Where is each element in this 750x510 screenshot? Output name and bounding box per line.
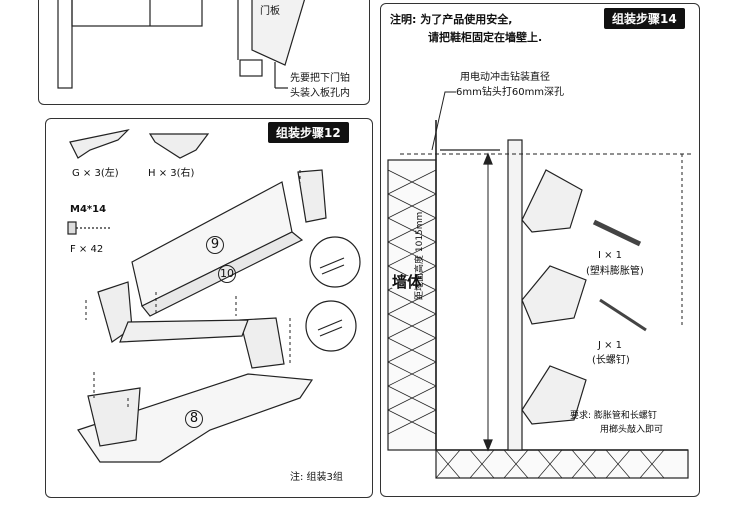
safety-note-line1: 注明: 为了产品使用安全, bbox=[390, 13, 513, 26]
note-line2: 头装入板孔内 bbox=[290, 88, 350, 99]
part-g-label: G × 3(左) bbox=[72, 168, 119, 179]
door-label: 门板 bbox=[260, 6, 280, 17]
requirement-line1: 要求: 膨胀管和长螺钉 bbox=[570, 411, 657, 421]
screw-spec-label: M4*14 bbox=[70, 204, 107, 215]
top-left-panel bbox=[38, 0, 370, 105]
step12-footnote: 注: 组装3组 bbox=[290, 472, 343, 483]
part-j-label: J × 1 bbox=[598, 340, 623, 351]
drill-note-line2: 6mm钻头打60mm深孔 bbox=[456, 87, 565, 98]
step12-tag: 组装步骤12 bbox=[268, 122, 349, 143]
part-j-name: (长螺钉) bbox=[592, 355, 630, 366]
safety-note-line2: 请把鞋柜固定在墙壁上. bbox=[428, 31, 543, 44]
part-f-label: F × 42 bbox=[70, 244, 104, 255]
panel-9-number: 9 bbox=[206, 236, 224, 254]
part-i-name: (塑料膨胀管) bbox=[586, 266, 644, 277]
panel-8-number: 8 bbox=[185, 410, 203, 428]
part-i-label: I × 1 bbox=[598, 250, 623, 261]
note-line1: 先要把下门铂 bbox=[290, 73, 350, 84]
step14-tag: 组装步骤14 bbox=[604, 8, 685, 29]
panel-10-number: 10 bbox=[218, 265, 236, 283]
drill-note-line1: 用电动冲击钻装直径 bbox=[460, 72, 550, 83]
wall-label: 墙体 bbox=[392, 273, 423, 291]
part-h-label: H × 3(右) bbox=[148, 168, 195, 179]
requirement-line2: 用榔头敲入即可 bbox=[600, 425, 664, 435]
height-dimension-label: 距地面高度 1015mm bbox=[415, 211, 425, 300]
